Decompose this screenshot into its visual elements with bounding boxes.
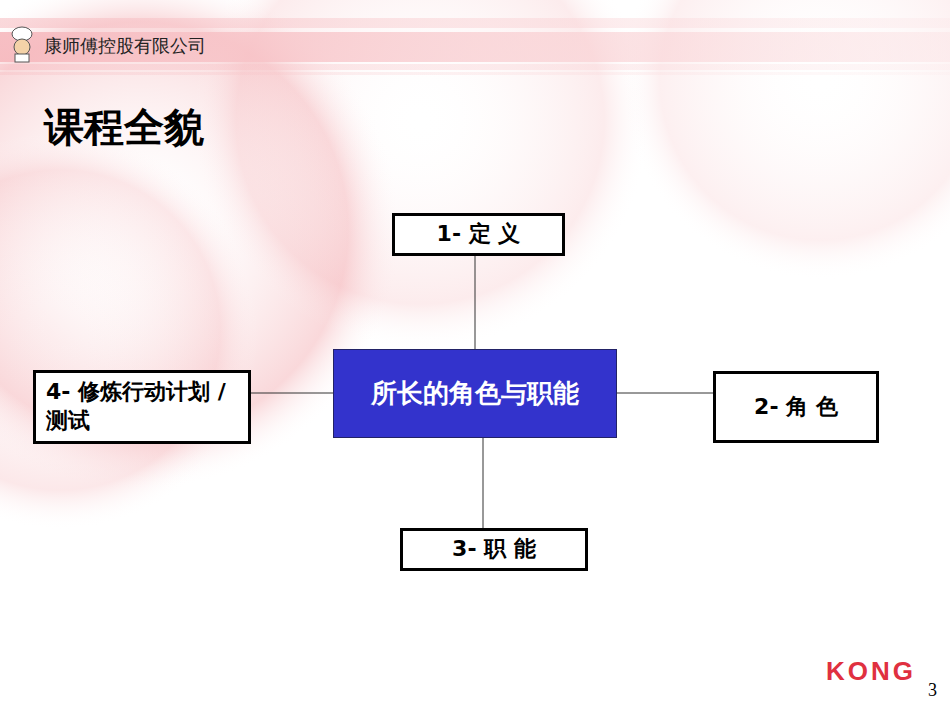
company-logo: 康师傅控股有限公司	[44, 34, 206, 58]
box-label: 2- 角 色	[754, 393, 838, 422]
slide-title: 课程全貌	[44, 100, 204, 155]
topic-box: 1- 定 义	[392, 213, 565, 256]
topic-box: 3- 职 能	[400, 528, 588, 571]
topic-box: 4- 修炼行动计划 /测试	[33, 370, 251, 444]
connector-line	[251, 393, 333, 394]
box-label: 4- 修炼行动计划 /测试	[46, 378, 238, 435]
topic-box: 2- 角 色	[713, 371, 879, 443]
central-box: 所长的角色与职能	[333, 349, 617, 438]
page-number: 3	[928, 680, 937, 701]
connector-line	[483, 438, 484, 528]
chef-icon	[12, 27, 32, 62]
connector-line	[475, 256, 476, 349]
brand-logo: KONG	[826, 656, 916, 687]
connector-line	[617, 393, 713, 394]
box-label: 1- 定 义	[437, 220, 521, 249]
box-label: 3- 职 能	[452, 535, 536, 564]
box-label: 所长的角色与职能	[371, 377, 579, 411]
